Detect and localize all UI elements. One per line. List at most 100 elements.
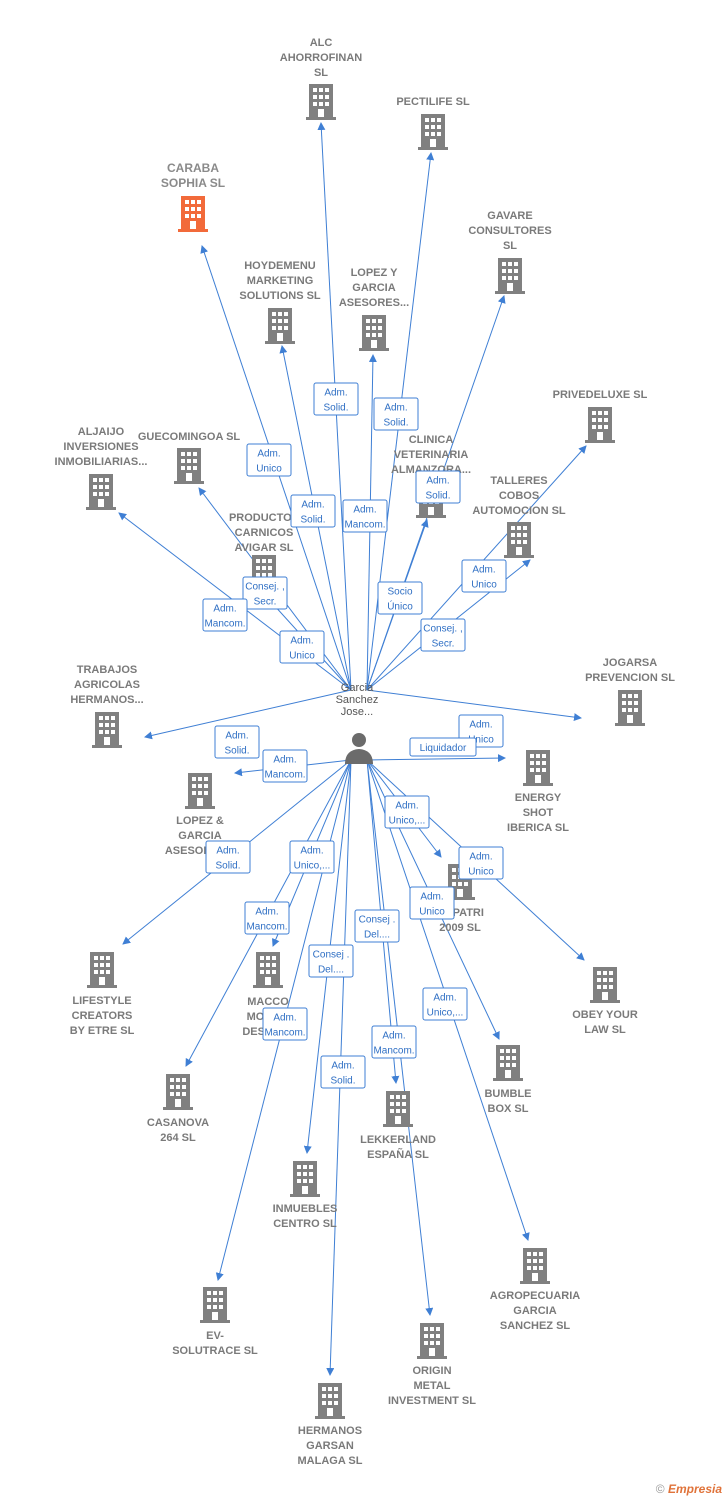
- svg-text:Liquidador: Liquidador: [420, 743, 467, 754]
- node-privedeluxe[interactable]: PRIVEDELUXE SL: [553, 389, 648, 443]
- person-icon[interactable]: [345, 733, 373, 764]
- building-icon[interactable]: [253, 952, 283, 988]
- building-icon[interactable]: [493, 1045, 523, 1081]
- building-icon[interactable]: [523, 750, 553, 786]
- building-icon[interactable]: [265, 308, 295, 344]
- svg-text:Adm.Solid.: Adm.Solid.: [425, 476, 450, 502]
- role-badge: Adm.Unico: [246, 443, 292, 477]
- svg-text:Adm.Mancom.: Adm.Mancom.: [204, 604, 245, 630]
- building-icon[interactable]: [417, 1323, 447, 1359]
- node-evsolutrace[interactable]: EV-SOLUTRACE SL: [172, 1287, 258, 1357]
- role-badge: Adm.Unico,...: [422, 987, 468, 1021]
- node-label-guecomingoa[interactable]: GUECOMINGOA SL: [138, 431, 241, 443]
- node-guecomingoa[interactable]: GUECOMINGOA SL: [138, 431, 241, 484]
- building-icon[interactable]: [504, 522, 534, 558]
- role-badge: Adm.Solid.: [205, 840, 251, 874]
- svg-text:Adm.Unico: Adm.Unico: [468, 720, 494, 746]
- node-label-evsolutrace[interactable]: EV-SOLUTRACE SL: [172, 1330, 258, 1357]
- building-icon[interactable]: [163, 1074, 193, 1110]
- building-icon[interactable]: [185, 773, 215, 809]
- node-pectilife[interactable]: PECTILIFE SL: [396, 96, 470, 150]
- svg-text:Adm.Mancom.: Adm.Mancom.: [264, 755, 305, 781]
- building-icon[interactable]: [418, 114, 448, 150]
- role-badge: Adm.Solid.: [320, 1055, 366, 1089]
- building-icon[interactable]: [315, 1383, 345, 1419]
- building-icon[interactable]: [495, 258, 525, 294]
- role-badge: Adm.Solid.: [373, 397, 419, 431]
- node-label-pectilife[interactable]: PECTILIFE SL: [396, 96, 470, 108]
- building-icon[interactable]: [615, 690, 645, 726]
- building-icon[interactable]: [86, 474, 116, 510]
- building-icon[interactable]: [590, 967, 620, 1003]
- building-icon[interactable]: [178, 196, 208, 232]
- building-icon[interactable]: [290, 1161, 320, 1197]
- building-icon[interactable]: [306, 84, 336, 120]
- svg-text:Adm.Mancom.: Adm.Mancom.: [373, 1031, 414, 1057]
- building-icon[interactable]: [92, 712, 122, 748]
- role-badge: Adm.Unico: [458, 846, 504, 880]
- svg-text:Consej .Del....: Consej .Del....: [313, 950, 350, 976]
- building-icon[interactable]: [585, 407, 615, 443]
- building-icon[interactable]: [87, 952, 117, 988]
- role-badge: Adm.Mancom.: [262, 1007, 308, 1041]
- svg-text:Adm.Unico,...: Adm.Unico,...: [427, 993, 464, 1019]
- building-icon[interactable]: [383, 1091, 413, 1127]
- building-icon[interactable]: [520, 1248, 550, 1284]
- node-label-privedeluxe[interactable]: PRIVEDELUXE SL: [553, 389, 648, 401]
- role-badge: Adm.Solid.: [313, 382, 359, 416]
- building-icon[interactable]: [359, 315, 389, 351]
- footer-brand: © Empresia: [656, 1482, 722, 1496]
- copyright-icon: ©: [655, 1482, 665, 1496]
- svg-text:Adm.Unico: Adm.Unico: [419, 892, 445, 918]
- role-badge: Consej. ,Secr.: [420, 618, 466, 652]
- building-icon[interactable]: [174, 448, 204, 484]
- role-badge: Adm.Mancom.: [371, 1025, 417, 1059]
- svg-text:Adm.Mancom.: Adm.Mancom.: [246, 907, 287, 933]
- brand-logo[interactable]: Empresia: [667, 1482, 722, 1496]
- building-icon[interactable]: [200, 1287, 230, 1323]
